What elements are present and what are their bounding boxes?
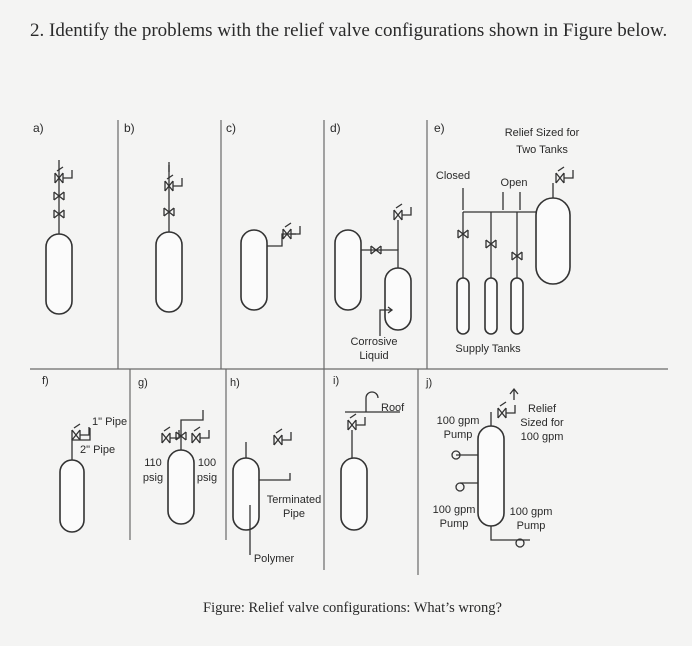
panel-e-closed: Closed xyxy=(436,170,470,182)
panel-j-pump2-line2: Pump xyxy=(440,518,469,530)
panel-d-diagram xyxy=(334,203,412,336)
panel-label-g: g) xyxy=(138,377,148,389)
panel-j-pump3-line2: Pump xyxy=(517,520,546,532)
panel-g-p1-unit: psig xyxy=(143,472,163,484)
figure-caption: Figure: Relief valve configurations: Wha… xyxy=(203,600,502,616)
panel-j-pump1-line1: 100 gpm xyxy=(437,415,480,427)
panel-c-diagram xyxy=(240,222,301,311)
panel-i-diagram xyxy=(340,391,400,531)
panel-j-diagram xyxy=(451,387,530,548)
panel-f-pipe1: 1" Pipe xyxy=(92,416,127,428)
panel-label-d: d) xyxy=(330,121,341,135)
panel-j-relief-line3: 100 gpm xyxy=(521,431,564,443)
panel-e-diagram xyxy=(456,166,574,335)
panel-e-relief-line2: Two Tanks xyxy=(516,144,568,156)
panel-j-pump1-line2: Pump xyxy=(444,429,473,441)
panel-label-h: h) xyxy=(230,377,240,389)
panel-j-pump3-line1: 100 gpm xyxy=(510,506,553,518)
question-text: 2. Identify the problems with the relief… xyxy=(30,20,668,41)
panel-label-c: c) xyxy=(226,121,236,135)
panel-i-roof: Roof xyxy=(381,402,405,414)
panel-j-pump2-line1: 100 gpm xyxy=(433,504,476,516)
panel-b-diagram xyxy=(155,162,183,313)
panel-d-text-line2: Liquid xyxy=(359,350,388,362)
panel-d-text-line1: Corrosive xyxy=(350,336,397,348)
panel-a-diagram xyxy=(45,160,73,315)
panel-e-supply: Supply Tanks xyxy=(455,343,521,355)
panel-label-e: e) xyxy=(434,121,445,135)
panel-f-pipe2: 2" Pipe xyxy=(80,444,115,456)
panel-g-p2-value: 100 xyxy=(198,457,216,469)
panel-label-b: b) xyxy=(124,121,135,135)
panel-g-p2-unit: psig xyxy=(197,472,217,484)
panel-h-diagram xyxy=(232,428,292,555)
panel-e-relief-line1: Relief Sized for xyxy=(505,127,580,139)
panel-h-polymer: Polymer xyxy=(254,553,295,565)
panel-f-diagram xyxy=(59,423,91,533)
panel-g-diagram xyxy=(161,410,210,525)
panel-label-i: i) xyxy=(333,375,339,387)
panel-e-open: Open xyxy=(501,177,528,189)
panel-h-terminated-line2: Pipe xyxy=(283,508,305,520)
panel-h-terminated-line1: Terminated xyxy=(267,494,321,506)
panel-label-a: a) xyxy=(33,121,44,135)
panel-label-j: j) xyxy=(425,377,432,389)
panel-j-relief-line2: Sized for xyxy=(520,417,564,429)
panel-j-relief-line1: Relief xyxy=(528,403,557,415)
panel-label-f: f) xyxy=(42,375,49,387)
panel-g-p1-value: 110 xyxy=(144,457,162,469)
